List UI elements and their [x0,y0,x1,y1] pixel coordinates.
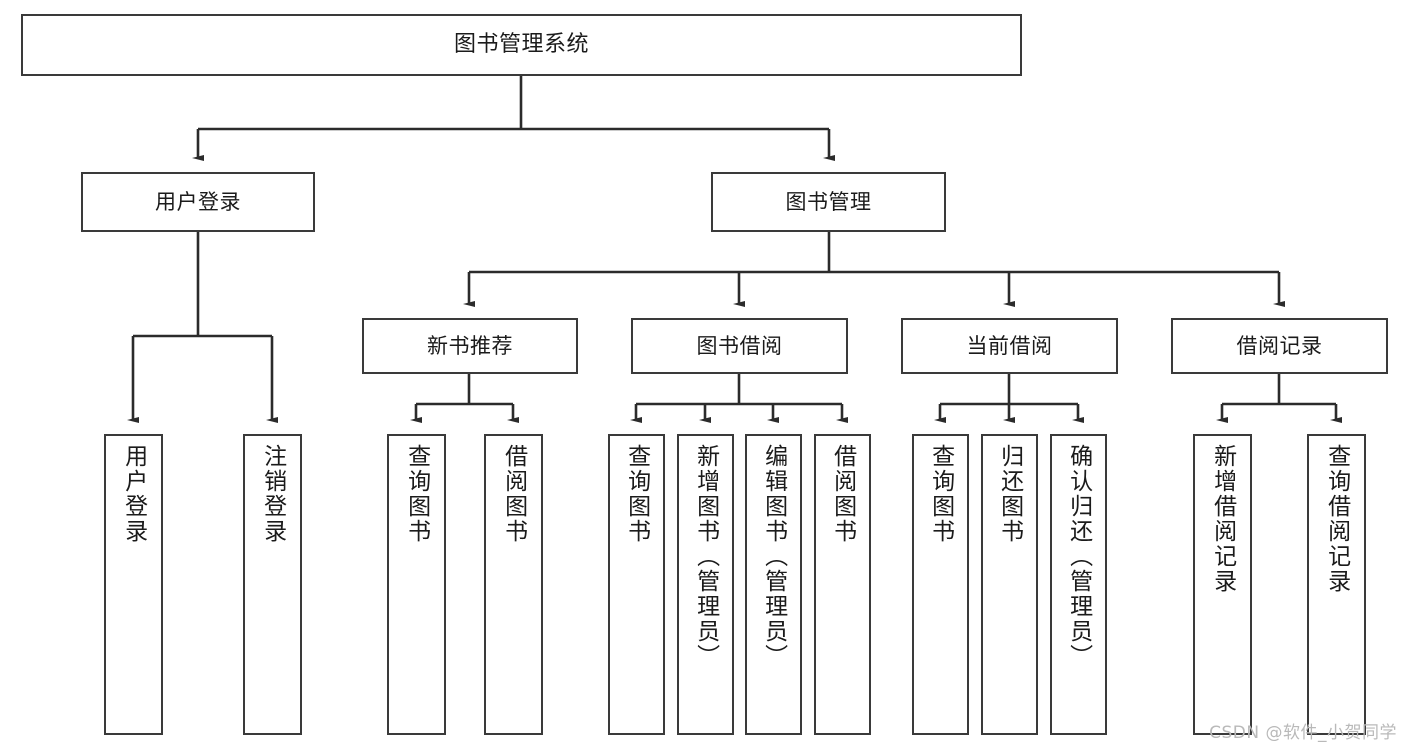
node-book-borrow-label: 图书借阅 [696,333,783,358]
node-root-system-label: 图书管理系统 [453,32,589,58]
node-leaf-query-book-1[interactable]: 查询图书 [387,434,446,735]
node-leaf-query-book-2-label: 查询图书 [623,444,650,544]
node-book-borrow[interactable]: 图书借阅 [631,318,848,374]
node-root-system[interactable]: 图书管理系统 [21,14,1022,76]
node-new-book-recommend-label: 新书推荐 [427,333,513,358]
node-leaf-borrow-book-1[interactable]: 借阅图书 [484,434,543,735]
node-leaf-logout-login-label: 注销登录 [259,444,286,544]
node-leaf-confirm-return-admin-label: 确认归还（管理员） [1065,444,1092,669]
node-leaf-query-borrow-record[interactable]: 查询借阅记录 [1307,434,1366,735]
node-leaf-user-login-label: 用户登录 [120,444,147,544]
node-borrow-record-label: 借阅记录 [1236,333,1323,358]
node-leaf-add-borrow-record[interactable]: 新增借阅记录 [1193,434,1252,735]
watermark-text: CSDN @软件_小贺同学 [1209,723,1397,743]
node-leaf-add-book-admin-label: 新增图书（管理员） [692,444,719,669]
node-leaf-return-book[interactable]: 归还图书 [981,434,1038,735]
node-leaf-query-book-3[interactable]: 查询图书 [912,434,969,735]
node-leaf-confirm-return-admin[interactable]: 确认归还（管理员） [1050,434,1107,735]
node-leaf-edit-book-admin-label: 编辑图书（管理员） [760,444,787,669]
node-user-login[interactable]: 用户登录 [81,172,315,232]
node-book-management[interactable]: 图书管理 [711,172,946,232]
node-leaf-borrow-book-2-label: 借阅图书 [829,444,856,544]
node-leaf-return-book-label: 归还图书 [996,444,1023,544]
node-leaf-borrow-book-2[interactable]: 借阅图书 [814,434,871,735]
node-leaf-query-borrow-record-label: 查询借阅记录 [1323,444,1350,594]
node-leaf-user-login[interactable]: 用户登录 [104,434,163,735]
node-leaf-borrow-book-1-label: 借阅图书 [500,444,527,544]
node-leaf-add-book-admin[interactable]: 新增图书（管理员） [677,434,734,735]
node-leaf-query-book-3-label: 查询图书 [927,444,954,544]
node-new-book-recommend[interactable]: 新书推荐 [362,318,578,374]
node-user-login-label: 用户登录 [155,189,241,214]
node-book-management-label: 图书管理 [785,189,872,214]
node-leaf-query-book-1-label: 查询图书 [403,444,430,544]
node-current-borrow[interactable]: 当前借阅 [901,318,1118,374]
node-leaf-edit-book-admin[interactable]: 编辑图书（管理员） [745,434,802,735]
node-current-borrow-label: 当前借阅 [966,333,1053,358]
node-borrow-record[interactable]: 借阅记录 [1171,318,1388,374]
node-leaf-query-book-2[interactable]: 查询图书 [608,434,665,735]
node-leaf-logout-login[interactable]: 注销登录 [243,434,302,735]
node-leaf-add-borrow-record-label: 新增借阅记录 [1209,444,1236,594]
